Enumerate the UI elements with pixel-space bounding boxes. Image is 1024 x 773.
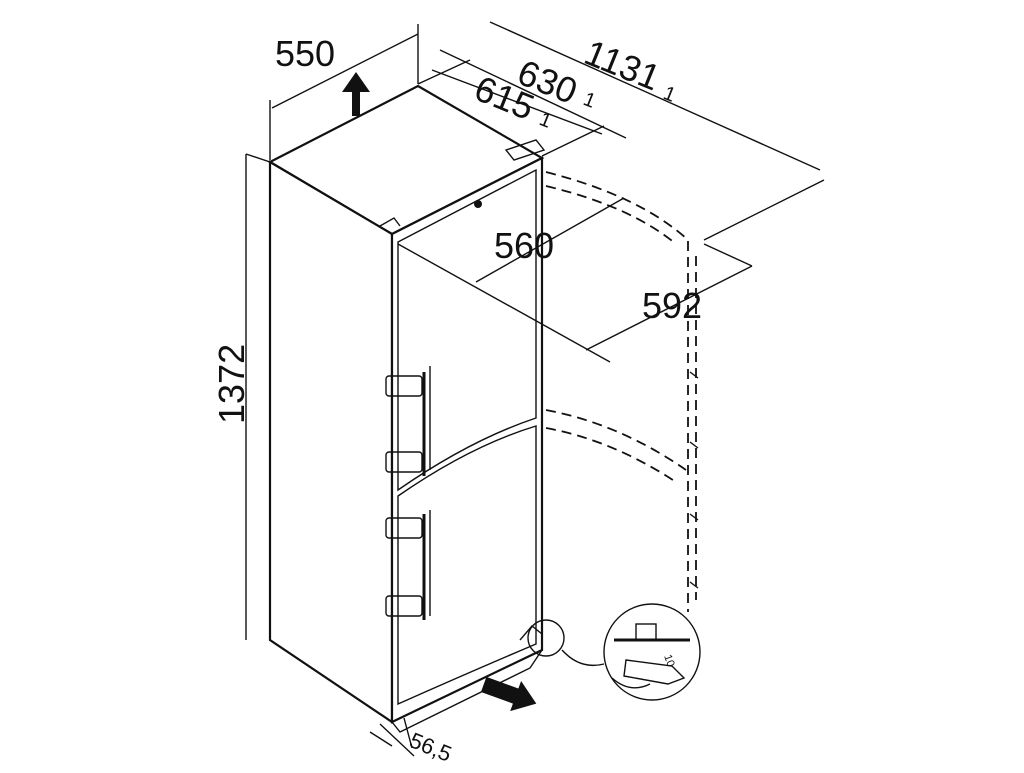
top-bracket	[379, 217, 401, 227]
dim-615-line	[431, 69, 603, 135]
label-wrench-size: 10	[661, 653, 676, 669]
detail-leader	[561, 649, 605, 667]
dimension-lines	[245, 21, 825, 757]
label-height: 1372	[211, 344, 252, 424]
up-arrow-icon	[342, 72, 370, 116]
dim-630-line	[439, 49, 627, 139]
open-door-outline	[545, 171, 699, 612]
lower-handle	[385, 510, 431, 620]
upper-handle	[385, 366, 431, 476]
fridge-body	[267, 84, 546, 733]
fridge-lower-door	[397, 425, 537, 706]
arrows	[342, 72, 537, 712]
label-depth-door-note: 1	[580, 88, 599, 113]
dim-1131-line	[489, 21, 821, 171]
open-door-middle-inner	[545, 427, 677, 483]
detail-foot	[635, 623, 657, 641]
dim-1131-extension	[703, 179, 825, 241]
display-indicator	[474, 200, 482, 208]
dim-plinth-line	[369, 717, 415, 757]
top-hinge	[504, 139, 546, 161]
dim-592-line	[585, 243, 753, 351]
open-door-shelves	[689, 371, 699, 589]
dim-width-line	[269, 24, 419, 160]
rotate-arrow-icon	[611, 677, 651, 689]
detail-source-circle	[527, 619, 565, 657]
open-door-middle-swing	[545, 409, 687, 471]
open-door-upper-swing	[545, 171, 689, 612]
fridge-side-face	[268, 160, 394, 725]
label-inner-width: 560	[494, 225, 554, 266]
wrench-icon	[623, 659, 686, 685]
dim-560-line	[397, 197, 625, 363]
fridge-upper-door	[397, 168, 537, 492]
fridge-plinth	[391, 649, 543, 733]
foot-adjust-detail	[527, 603, 701, 701]
label-plinth: 56,5	[406, 727, 455, 766]
label-depth-open-note: 1	[660, 82, 679, 107]
label-width: 550	[275, 33, 335, 74]
push-arrow-icon	[480, 676, 537, 712]
label-open-width: 592	[642, 285, 702, 326]
dim-height-line	[245, 153, 271, 640]
detail-zoom-circle	[603, 603, 701, 701]
label-depth-open: 1131	[579, 31, 666, 98]
open-door-inner-edge	[545, 185, 677, 245]
label-depth-body-note: 1	[536, 108, 555, 133]
